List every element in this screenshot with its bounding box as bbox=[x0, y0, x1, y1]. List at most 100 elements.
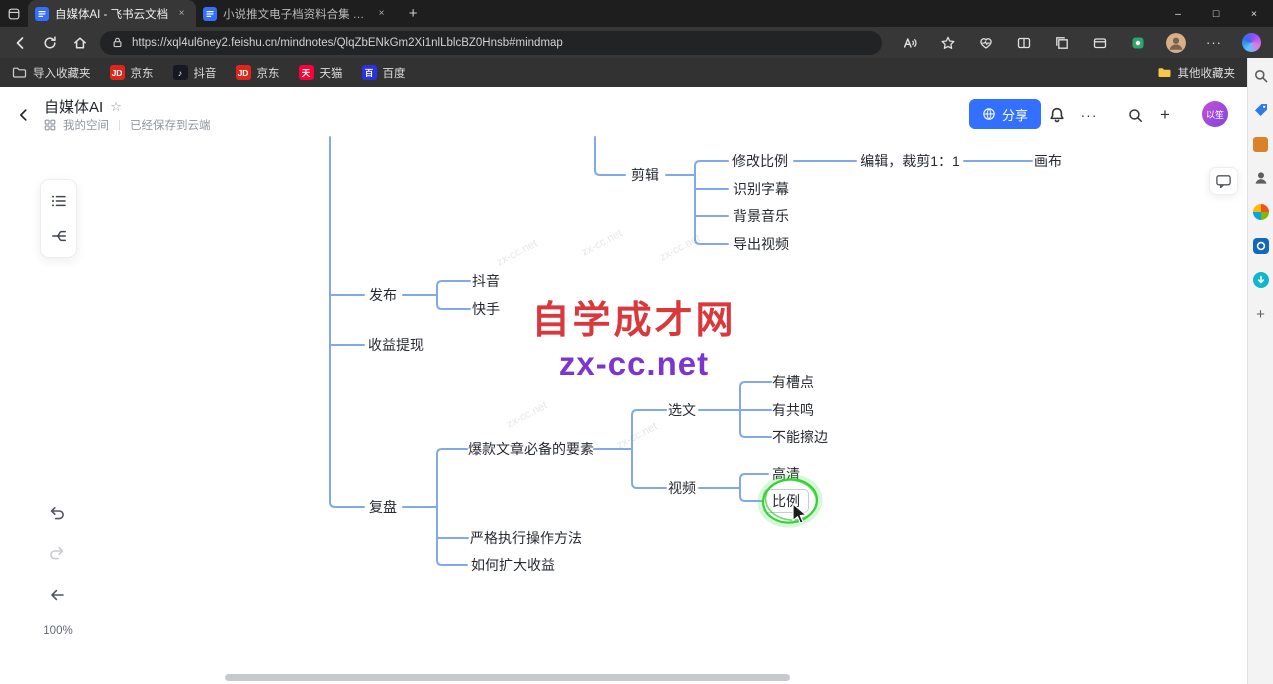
doc-more-icon[interactable]: ··· bbox=[1080, 107, 1098, 123]
home-icon[interactable] bbox=[66, 30, 94, 56]
mindmap-node[interactable]: 严格执行操作方法 bbox=[470, 530, 582, 546]
share-label: 分享 bbox=[1002, 107, 1029, 123]
notification-bell-icon[interactable] bbox=[1044, 102, 1070, 128]
tmall-icon: 天 bbox=[298, 65, 314, 80]
mindmap-node-bili-highlighted[interactable]: 比例 bbox=[763, 489, 809, 513]
mindmap-node[interactable]: 不能擦边 bbox=[772, 429, 828, 445]
baidu-icon: 百 bbox=[361, 65, 377, 80]
new-tab-button[interactable]: + bbox=[408, 5, 418, 22]
tab-close-icon[interactable]: × bbox=[178, 8, 185, 19]
favorite-baidu[interactable]: 百 百度 bbox=[361, 65, 406, 81]
star-doc-icon[interactable]: ☆ bbox=[110, 98, 122, 114]
favorite-jd-2[interactable]: JD 京东 bbox=[235, 65, 280, 81]
favorite-label: 京东 bbox=[256, 67, 280, 80]
sidebar-m365-icon[interactable] bbox=[1252, 203, 1270, 221]
jd-icon: JD bbox=[235, 65, 251, 80]
address-bar[interactable]: https://xql4ul6ney2.feishu.cn/mindnotes/… bbox=[100, 30, 882, 55]
mindmap-node[interactable]: 抖音 bbox=[472, 273, 500, 289]
redo-icon[interactable] bbox=[45, 541, 69, 565]
window-controls: – □ × bbox=[1159, 0, 1273, 27]
outline-view-icon[interactable] bbox=[44, 186, 74, 216]
favorite-import[interactable]: 导入收藏夹 bbox=[12, 65, 91, 81]
doc-search-icon[interactable] bbox=[1122, 102, 1148, 128]
tab-bar: 自媒体AI - 飞书云文档 × 小说推文电子档资料合集 - 飞书... × + … bbox=[0, 0, 1273, 27]
tab-actions-icon[interactable] bbox=[0, 0, 28, 27]
favorite-label: 抖音 bbox=[193, 67, 217, 80]
favorites-star-icon[interactable] bbox=[934, 30, 962, 56]
favorite-jd[interactable]: JD 京东 bbox=[109, 65, 154, 81]
minimize-button[interactable]: – bbox=[1175, 7, 1181, 20]
settings-more-icon[interactable]: ··· bbox=[1206, 35, 1222, 50]
refresh-icon[interactable] bbox=[36, 30, 64, 56]
comment-icon[interactable] bbox=[1209, 167, 1238, 195]
mindmap-node[interactable]: 爆款文章必备的要素 bbox=[468, 441, 594, 457]
mindmap-node-fupan[interactable]: 复盘 bbox=[369, 499, 397, 515]
sidebar-package-icon[interactable] bbox=[1252, 135, 1270, 153]
doc-back-icon[interactable] bbox=[12, 103, 36, 127]
read-aloud-icon[interactable] bbox=[896, 30, 924, 56]
mindmap-node[interactable]: 导出视频 bbox=[733, 236, 789, 252]
user-avatar[interactable]: 以笙 bbox=[1202, 101, 1228, 127]
close-button[interactable]: × bbox=[1250, 7, 1258, 20]
folder-icon bbox=[1158, 68, 1170, 77]
copilot-icon[interactable] bbox=[1242, 33, 1261, 52]
doc-title-row: 自媒体AI ☆ bbox=[44, 96, 122, 117]
mindmap-node[interactable]: 高清 bbox=[772, 466, 800, 482]
mindmap-node[interactable]: 有槽点 bbox=[772, 374, 814, 390]
mindmap-node[interactable]: 选文 bbox=[668, 402, 696, 418]
mindmap-node[interactable]: 视频 bbox=[668, 480, 696, 496]
mindmap-view-icon[interactable] bbox=[44, 221, 74, 251]
mindmap-node[interactable]: 识别字幕 bbox=[733, 181, 789, 197]
back-to-root-icon[interactable] bbox=[45, 583, 69, 607]
favorite-douyin[interactable]: ♪ 抖音 bbox=[172, 65, 217, 81]
tab-close-icon[interactable]: × bbox=[378, 8, 385, 19]
view-switch-panel bbox=[40, 179, 77, 258]
wallet-icon[interactable] bbox=[1086, 30, 1114, 56]
mindmap-node[interactable]: 收益提现 bbox=[368, 337, 424, 353]
favorite-label: 天猫 bbox=[319, 67, 343, 80]
mindmap-canvas[interactable]: 自学成才网 zx-cc.net zx-cc.net zx-cc.net zx-c… bbox=[0, 87, 1247, 684]
mindmap-node[interactable]: 修改比例 bbox=[732, 153, 788, 169]
feishu-doc-favicon bbox=[203, 6, 218, 21]
space-label[interactable]: 我的空间 bbox=[63, 120, 109, 132]
sidebar-drop-icon[interactable] bbox=[1252, 271, 1270, 289]
back-icon[interactable] bbox=[6, 30, 34, 56]
mindmap-node[interactable]: 编辑，裁剪1：1 bbox=[860, 153, 960, 169]
mindmap-node[interactable]: 画布 bbox=[1034, 153, 1062, 169]
browser-tab-active[interactable]: 自媒体AI - 飞书云文档 × bbox=[28, 0, 197, 27]
jd-icon: JD bbox=[109, 65, 125, 80]
collections-icon[interactable] bbox=[1048, 30, 1076, 56]
maximize-button[interactable]: □ bbox=[1212, 7, 1220, 20]
horizontal-scrollbar[interactable] bbox=[225, 674, 790, 681]
favorites-bar: 导入收藏夹 JD 京东 ♪ 抖音 JD 京东 天 天猫 百 百度 其他收藏夹 bbox=[0, 58, 1247, 87]
toolbar-right-icons: ··· bbox=[896, 30, 1228, 56]
profile-avatar[interactable] bbox=[1162, 30, 1190, 56]
favorite-label: 百度 bbox=[382, 67, 406, 80]
mindmap-node[interactable]: 背景音乐 bbox=[733, 208, 789, 224]
mindmap-edges bbox=[329, 136, 1033, 566]
browser-tab-inactive[interactable]: 小说推文电子档资料合集 - 飞书... × bbox=[196, 0, 396, 27]
extension-icon[interactable] bbox=[1124, 30, 1152, 56]
doc-subtitle-row: 我的空间 已经保存到云端 bbox=[44, 117, 211, 133]
mindmap-node-jianji[interactable]: 剪辑 bbox=[631, 167, 659, 183]
tab-title: 小说推文电子档资料合集 - 飞书... bbox=[223, 8, 368, 21]
sidebar-shopping-icon[interactable] bbox=[1252, 101, 1270, 119]
mindmap-node-fabu[interactable]: 发布 bbox=[369, 287, 397, 303]
other-favorites[interactable]: 其他收藏夹 bbox=[1157, 65, 1235, 81]
mindmap-node[interactable]: 有共鸣 bbox=[772, 402, 814, 418]
browser-essentials-icon[interactable] bbox=[972, 30, 1000, 56]
sidebar-games-icon[interactable] bbox=[1252, 169, 1270, 187]
doc-add-icon[interactable]: + bbox=[1160, 105, 1170, 124]
undo-icon[interactable] bbox=[45, 501, 69, 525]
sidebar-outlook-icon[interactable] bbox=[1252, 237, 1270, 255]
share-button[interactable]: 分享 bbox=[969, 99, 1042, 129]
sidebar-add-icon[interactable]: + bbox=[1256, 305, 1265, 323]
sidebar-search-icon[interactable] bbox=[1252, 67, 1270, 85]
edge-sidebar: + bbox=[1247, 58, 1273, 684]
zoom-level[interactable]: 100% bbox=[43, 625, 73, 637]
favorite-tmall[interactable]: 天 天猫 bbox=[298, 65, 343, 81]
url-text: https://xql4ul6ney2.feishu.cn/mindnotes/… bbox=[132, 36, 563, 49]
split-screen-icon[interactable] bbox=[1010, 30, 1038, 56]
mindmap-node[interactable]: 如何扩大收益 bbox=[471, 557, 555, 573]
mindmap-node[interactable]: 快手 bbox=[472, 301, 500, 317]
